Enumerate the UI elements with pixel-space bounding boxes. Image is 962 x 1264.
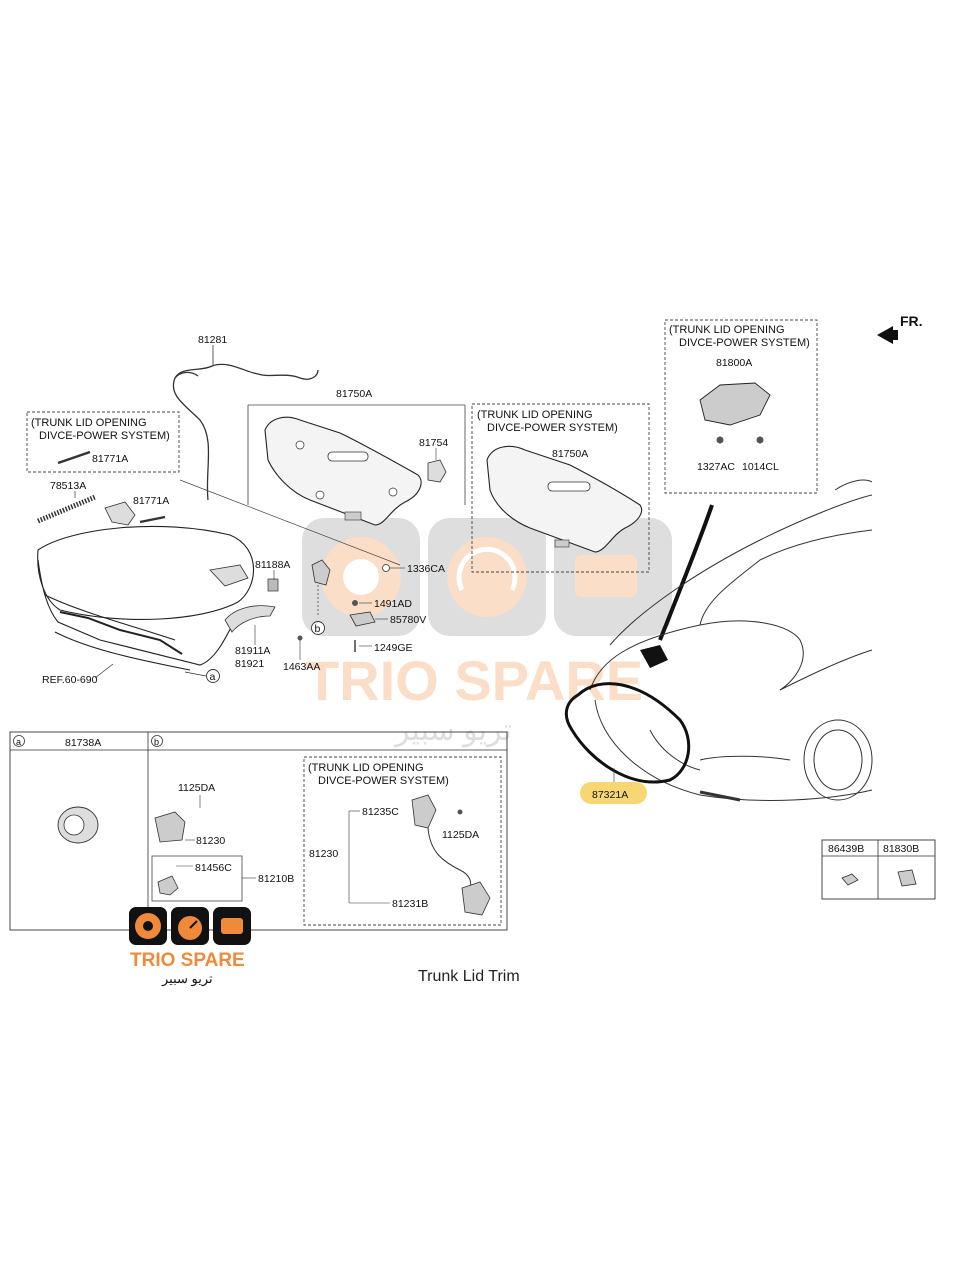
watermark-brand-arabic: تريو سبير bbox=[393, 714, 512, 748]
clip-table: 86439B 81830B bbox=[821, 839, 936, 900]
callout-b-latch-letter: b bbox=[315, 623, 321, 635]
label-81921: 81921 bbox=[235, 658, 264, 670]
inset-middle-header-1: (TRUNK LID OPENING bbox=[477, 409, 593, 421]
inset-left-header-1: (TRUNK LID OPENING bbox=[31, 417, 147, 429]
pointer-arrow bbox=[658, 504, 714, 641]
front-direction-indicator: FR. bbox=[877, 313, 923, 344]
watermark-gauge-icon bbox=[447, 537, 527, 617]
inset-table-header-2: DIVCE-POWER SYSTEM) bbox=[318, 775, 449, 787]
label-81750A-main: 81750A bbox=[336, 388, 372, 400]
watermark: TRIO SPARE تريو سبير bbox=[302, 518, 672, 748]
inset-middle-header-2: DIVCE-POWER SYSTEM) bbox=[487, 422, 618, 434]
callout-b-table bbox=[151, 735, 163, 747]
label-81738A: 81738A bbox=[65, 737, 101, 749]
watermark-speaker-tile bbox=[302, 518, 420, 636]
label-81188A: 81188A bbox=[255, 559, 290, 571]
callout-b-latch bbox=[311, 621, 325, 635]
label-1336CA: 1336CA bbox=[407, 563, 445, 575]
bumper-81188A bbox=[267, 578, 279, 592]
label-81456C: 81456C bbox=[195, 862, 232, 874]
label-1125DA-power: 1125DA bbox=[442, 829, 479, 841]
part-81738A bbox=[57, 806, 99, 844]
callout-a-table bbox=[13, 735, 25, 747]
label-86439B: 86439B bbox=[828, 843, 864, 855]
label-81771A: 81771A bbox=[133, 495, 169, 507]
clip-86439B bbox=[841, 873, 859, 886]
watermark-engine-icon bbox=[575, 555, 637, 597]
diagram-caption: Trunk Lid Trim bbox=[418, 968, 520, 985]
brand-logo: TRIO SPARE تريو سبير bbox=[129, 907, 251, 987]
callout-a-table-letter: a bbox=[16, 737, 21, 747]
handle-81754 bbox=[427, 459, 447, 483]
inset-right-header-2: DIVCE-POWER SYSTEM) bbox=[679, 337, 810, 349]
latch-assembly: b bbox=[311, 559, 331, 635]
logo-brand-latin: TRIO SPARE bbox=[130, 950, 245, 971]
logo-brand-arabic: تريو سبير bbox=[161, 971, 213, 987]
latch-highlight bbox=[640, 645, 668, 668]
label-87321A: 87321A bbox=[592, 789, 628, 801]
label-81281: 81281 bbox=[198, 334, 227, 346]
callout-b-table-letter: b bbox=[154, 737, 159, 747]
latch-81230-b bbox=[154, 811, 186, 843]
label-81230-b: 81230 bbox=[196, 835, 225, 847]
hinge-bracket bbox=[209, 564, 276, 633]
label-81771A-inset: 81771A bbox=[92, 453, 128, 465]
callout-a-trunk-letter: a bbox=[210, 671, 216, 683]
striker-81456C bbox=[157, 875, 179, 896]
watermark-speaker-icon bbox=[321, 537, 401, 617]
inset-power-system-left: (TRUNK LID OPENING DIVCE-POWER SYSTEM) 8… bbox=[26, 411, 180, 473]
car-rear-view bbox=[589, 479, 873, 802]
trim-panel-81750A bbox=[179, 404, 466, 566]
latch-81231B bbox=[461, 881, 491, 916]
label-78513A: 78513A bbox=[50, 480, 86, 492]
callout-a-trunk bbox=[206, 669, 220, 683]
label-81750A-inset: 81750A bbox=[552, 448, 588, 460]
trunk-lid bbox=[37, 525, 255, 671]
label-81235C: 81235C bbox=[362, 806, 399, 818]
inset-left-header-2: DIVCE-POWER SYSTEM) bbox=[39, 430, 170, 442]
direction-arrow-icon bbox=[877, 326, 898, 344]
label-1491AD: 1491AD bbox=[374, 598, 412, 610]
label-81830B: 81830B bbox=[883, 843, 919, 855]
highlight-87321A bbox=[580, 782, 647, 804]
label-ref: REF.60-690 bbox=[42, 674, 98, 686]
clip-81830B bbox=[897, 869, 917, 887]
weatherstrip-87321A bbox=[564, 682, 691, 784]
spring-78513A: 78513A bbox=[37, 480, 96, 524]
label-81231B: 81231B bbox=[392, 898, 428, 910]
watermark-gauge-tile bbox=[428, 518, 546, 636]
logo-engine-icon bbox=[221, 918, 243, 934]
cable-81281 bbox=[172, 363, 319, 501]
watermark-brand-latin: TRIO SPARE bbox=[305, 649, 643, 712]
label-85780V: 85780V bbox=[390, 614, 426, 626]
label-1327AC: 1327AC bbox=[697, 461, 735, 473]
label-1249GE: 1249GE bbox=[374, 642, 413, 654]
label-1014CL: 1014CL bbox=[742, 461, 779, 473]
label-1125DA-b: 1125DA bbox=[178, 782, 215, 794]
label-81210B: 81210B bbox=[258, 873, 294, 885]
direction-label: FR. bbox=[900, 313, 923, 329]
hinge-81771A: 81771A bbox=[104, 495, 169, 526]
actuator-81235C bbox=[411, 794, 437, 829]
inset-table-header-1: (TRUNK LID OPENING bbox=[308, 762, 424, 774]
label-81754: 81754 bbox=[419, 437, 448, 449]
label-1463AA: 1463AA bbox=[283, 661, 320, 673]
label-81230-power: 81230 bbox=[309, 848, 338, 860]
label-81800A: 81800A bbox=[716, 357, 752, 369]
detail-table: a 81738A b 1125DA 81230 81456C 81210B (T… bbox=[9, 731, 508, 931]
inset-right-header-1: (TRUNK LID OPENING bbox=[669, 324, 785, 336]
inset-power-system-right: (TRUNK LID OPENING DIVCE-POWER SYSTEM) 8… bbox=[664, 319, 818, 494]
inset-power-system-middle: (TRUNK LID OPENING DIVCE-POWER SYSTEM) 8… bbox=[471, 403, 650, 573]
label-81911A: 81911A bbox=[235, 645, 270, 657]
